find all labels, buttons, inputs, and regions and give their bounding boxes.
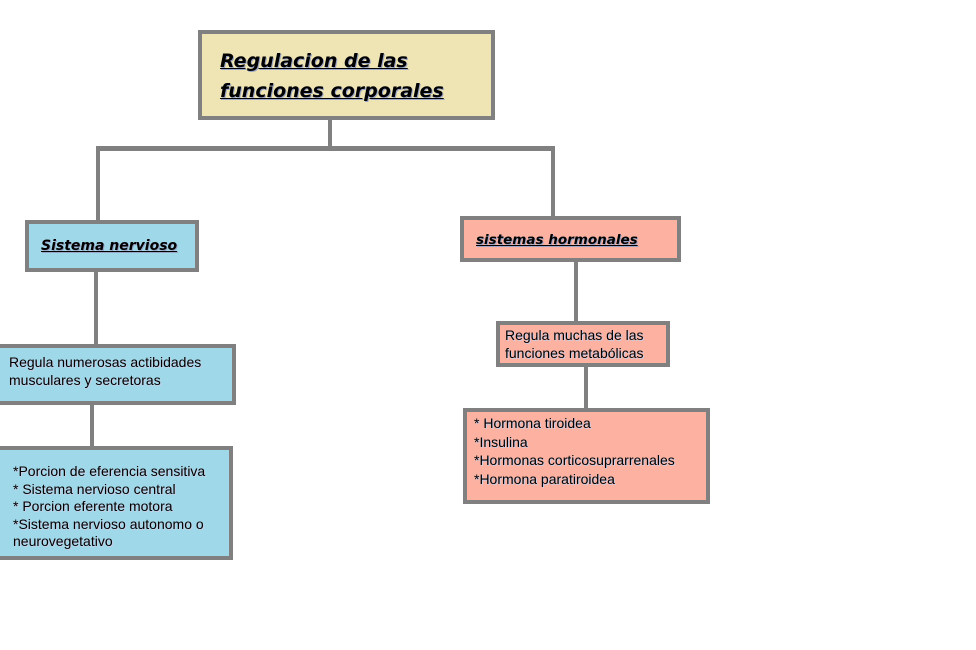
nervous-system-items: *Porcion de eferencia sensitiva * Sistem… (13, 463, 205, 551)
nervous-item: *Sistema nervioso autonomo o (13, 515, 204, 532)
nervous-item: * Porcion eferente motora (13, 498, 173, 514)
nervous-system-heading: Sistema nervioso (41, 238, 178, 254)
hormonal-system-node: sistemas hormonales (460, 216, 681, 262)
nervous-system-description: Regula numerosas actibidades musculares … (9, 354, 201, 389)
hormonal-item: *Insulina (474, 433, 528, 450)
nervous-description-line: musculares y secretoras (9, 371, 161, 388)
connector-hormonal-description-to-items (584, 365, 588, 410)
hormonal-item: * Hormona tiroidea (474, 415, 591, 431)
nervous-item: *Porcion de eferencia sensitiva (13, 463, 206, 479)
connector-left-down (96, 146, 100, 222)
hormonal-description-line: Regula muchas de las (505, 327, 644, 343)
nervous-item: neurovegetativo (13, 533, 113, 549)
nervous-system-description-node: Regula numerosas actibidades musculares … (0, 344, 236, 405)
root-title-line-1: Regulacion de las (220, 50, 408, 72)
hormonal-system-heading: sistemas hormonales (476, 232, 638, 248)
nervous-system-items-node: *Porcion de eferencia sensitiva * Sistem… (0, 446, 233, 560)
hormonal-system-items-node: * Hormona tiroidea *Insulina *Hormonas c… (463, 408, 710, 504)
connector-root-down (328, 118, 332, 148)
hormonal-system-description: Regula muchas de las funciones metabólic… (505, 327, 644, 362)
hormonal-system-description-node: Regula muchas de las funciones metabólic… (496, 321, 670, 367)
root-node: Regulacion de las funciones corporales (198, 30, 495, 120)
connector-nervous-to-description (94, 270, 98, 346)
root-title: Regulacion de las funciones corporales (220, 46, 444, 106)
root-title-line-2: funciones corporales (220, 80, 444, 102)
hormonal-description-line: funciones metabólicas (505, 344, 644, 361)
connector-horizontal (96, 146, 555, 151)
nervous-description-line: Regula numerosas actibidades (9, 354, 202, 370)
hormonal-item: *Hormonas corticosuprarrenales (474, 452, 675, 468)
connector-hormonal-to-description (574, 260, 578, 322)
nervous-item: * Sistema nervioso central (13, 480, 176, 497)
connector-nervous-description-to-items (90, 403, 94, 448)
hormonal-item: *Hormona paratiroidea (474, 470, 615, 487)
nervous-system-node: Sistema nervioso (25, 220, 199, 272)
connector-right-down (551, 146, 555, 218)
hormonal-system-items: * Hormona tiroidea *Insulina *Hormonas c… (474, 414, 675, 488)
